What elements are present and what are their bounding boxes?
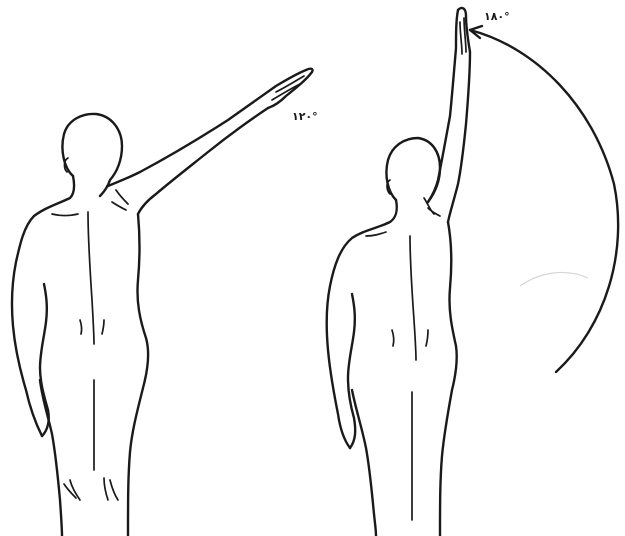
left-scapula-line [52, 214, 78, 216]
left-gluteal-marks [64, 478, 118, 500]
rom-arc [470, 30, 618, 372]
left-torso-right [128, 214, 148, 536]
left-figure: ١٢٠° [12, 69, 318, 536]
right-raised-arm-outer [428, 10, 458, 202]
left-lowback-marks [80, 320, 104, 334]
left-shoulder-blade [112, 190, 128, 210]
right-shoulder-blade [424, 198, 440, 216]
right-lowback-marks [392, 330, 428, 346]
right-hanging-arm-inner [348, 294, 355, 448]
right-torso-right [440, 222, 457, 536]
left-torso-left [40, 380, 62, 536]
range-of-motion-arc [470, 26, 618, 372]
right-torso-left [352, 390, 376, 536]
left-raised-arm-upper [108, 69, 313, 186]
left-angle-label: ١٢٠° [292, 110, 318, 123]
right-scapula-line [366, 232, 386, 236]
right-figure: ١٨٠° [327, 8, 510, 536]
left-raised-arm-lower [138, 108, 268, 214]
right-angle-label: ١٨٠° [484, 10, 510, 23]
faint-mark [520, 272, 588, 286]
right-head [386, 138, 440, 202]
right-raised-arm-inner [448, 52, 470, 222]
right-neck-shoulder [327, 200, 397, 448]
left-spine [88, 212, 94, 344]
right-spine [410, 236, 416, 360]
